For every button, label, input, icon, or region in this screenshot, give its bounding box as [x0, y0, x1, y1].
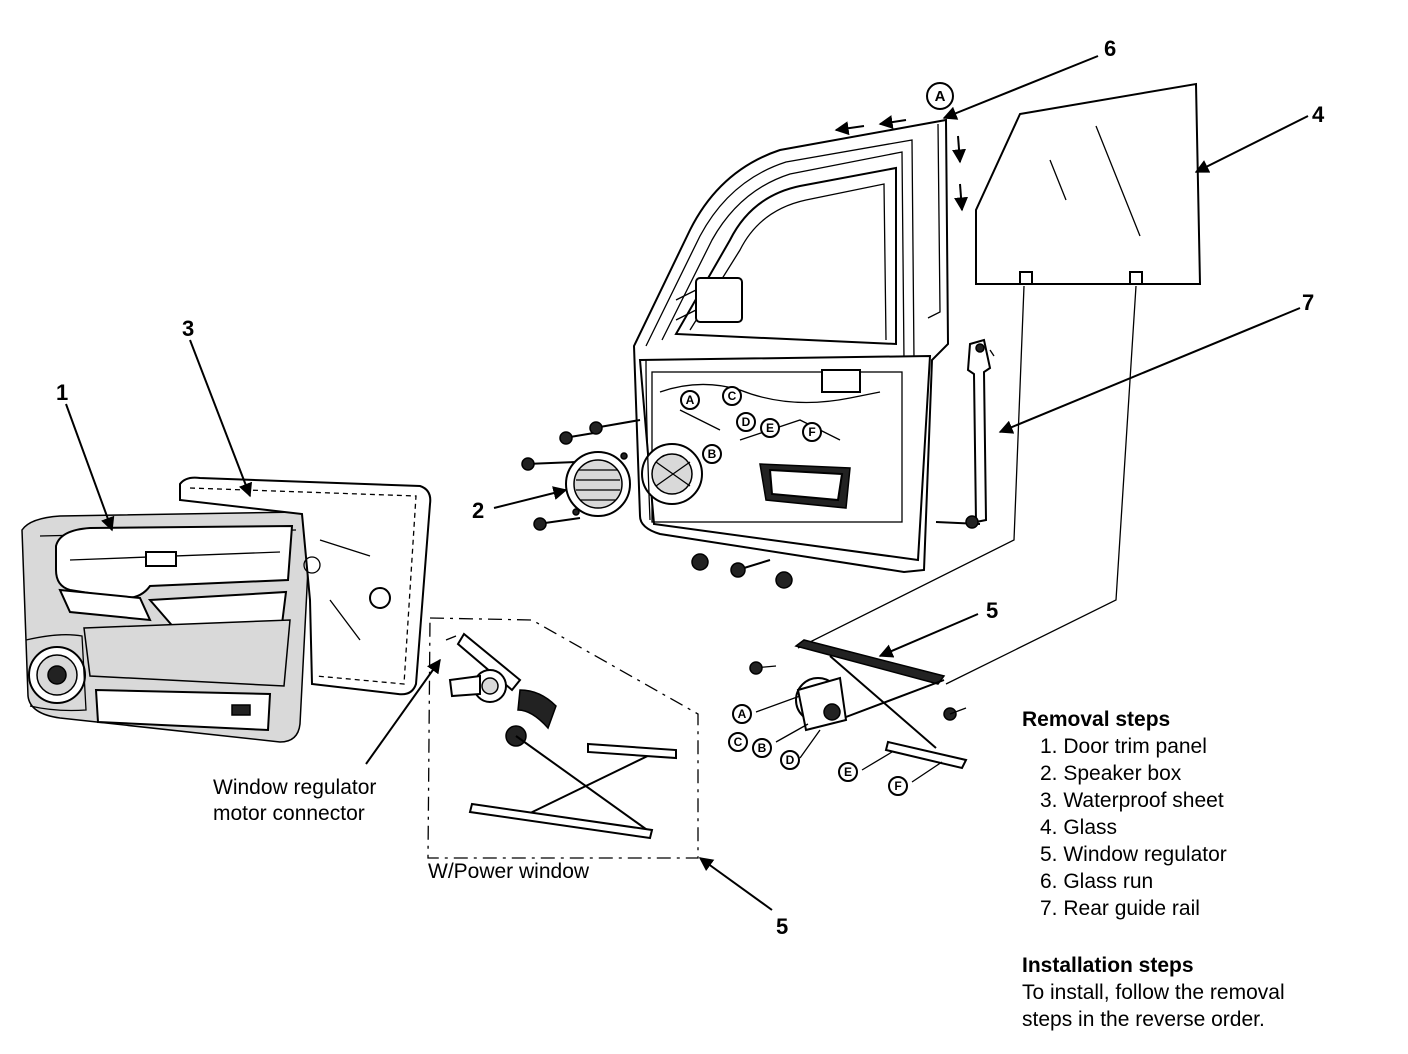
removal-step: 3. Waterproof sheet	[1040, 789, 1224, 812]
removal-heading: Removal steps	[1022, 708, 1170, 731]
removal-step: 2. Speaker box	[1040, 762, 1182, 785]
marker-e-door: E	[766, 421, 774, 435]
speaker-box	[565, 451, 631, 517]
installation-line: steps in the reverse order.	[1022, 1008, 1265, 1031]
marker-f-door: F	[808, 425, 815, 439]
power-window-label: W/Power window	[428, 860, 590, 883]
removal-steps: Removal steps 1. Door trim panel 2. Spea…	[1022, 708, 1227, 920]
installation-line: To install, follow the removal	[1022, 981, 1285, 1004]
marker-f-regulator: F	[894, 779, 901, 793]
marker-a-door: A	[686, 393, 695, 407]
letter-markers: A A C B D E F A C B D E F	[680, 82, 954, 796]
removal-step: 7. Rear guide rail	[1040, 897, 1200, 920]
marker-d-regulator: D	[786, 753, 795, 767]
callout-1: 1	[56, 380, 68, 405]
marker-c-door: C	[728, 389, 737, 403]
power-window-inset	[427, 617, 699, 859]
installation-steps: Installation steps To install, follow th…	[1022, 954, 1285, 1031]
callout-2-label-3: 3	[182, 316, 194, 341]
door-frame	[632, 115, 969, 574]
callout-7: 7	[1302, 290, 1314, 315]
installation-heading: Installation steps	[1022, 954, 1194, 977]
part-labels: Window regulator motor connector W/Power…	[213, 776, 590, 883]
callout-numbers: 1 3 2 4 5 5 6 7	[56, 36, 1325, 939]
callout-arrows	[65, 55, 1309, 911]
marker-a-top: A	[935, 88, 946, 105]
rear-guide-rail	[965, 338, 995, 529]
door-trim-panel	[21, 511, 312, 743]
marker-e-regulator: E	[844, 765, 852, 779]
callout-5-lower: 5	[776, 914, 788, 939]
callout-2: 2	[472, 498, 484, 523]
marker-circle-a-top	[926, 82, 954, 110]
connector-lines	[797, 285, 1137, 685]
callout-6: 6	[1104, 36, 1116, 61]
removal-step: 5. Window regulator	[1040, 843, 1227, 866]
marker-b-regulator: B	[758, 741, 767, 755]
removal-step: 6. Glass run	[1040, 870, 1153, 893]
door-fasteners	[521, 419, 981, 589]
motor-connector-label-line2: motor connector	[213, 802, 365, 825]
removal-step: 1. Door trim panel	[1040, 735, 1207, 758]
removal-step: 4. Glass	[1040, 816, 1117, 839]
marker-c-regulator: C	[734, 735, 743, 749]
callout-4: 4	[1312, 102, 1325, 127]
waterproof-sheet	[179, 476, 432, 696]
motor-connector-label-line1: Window regulator	[213, 776, 376, 799]
callout-5-upper: 5	[986, 598, 998, 623]
marker-d-door: D	[742, 415, 751, 429]
glass	[975, 82, 1202, 285]
manual-window-regulator	[749, 639, 968, 783]
marker-b-door: B	[708, 447, 717, 461]
marker-a-regulator: A	[738, 707, 747, 721]
